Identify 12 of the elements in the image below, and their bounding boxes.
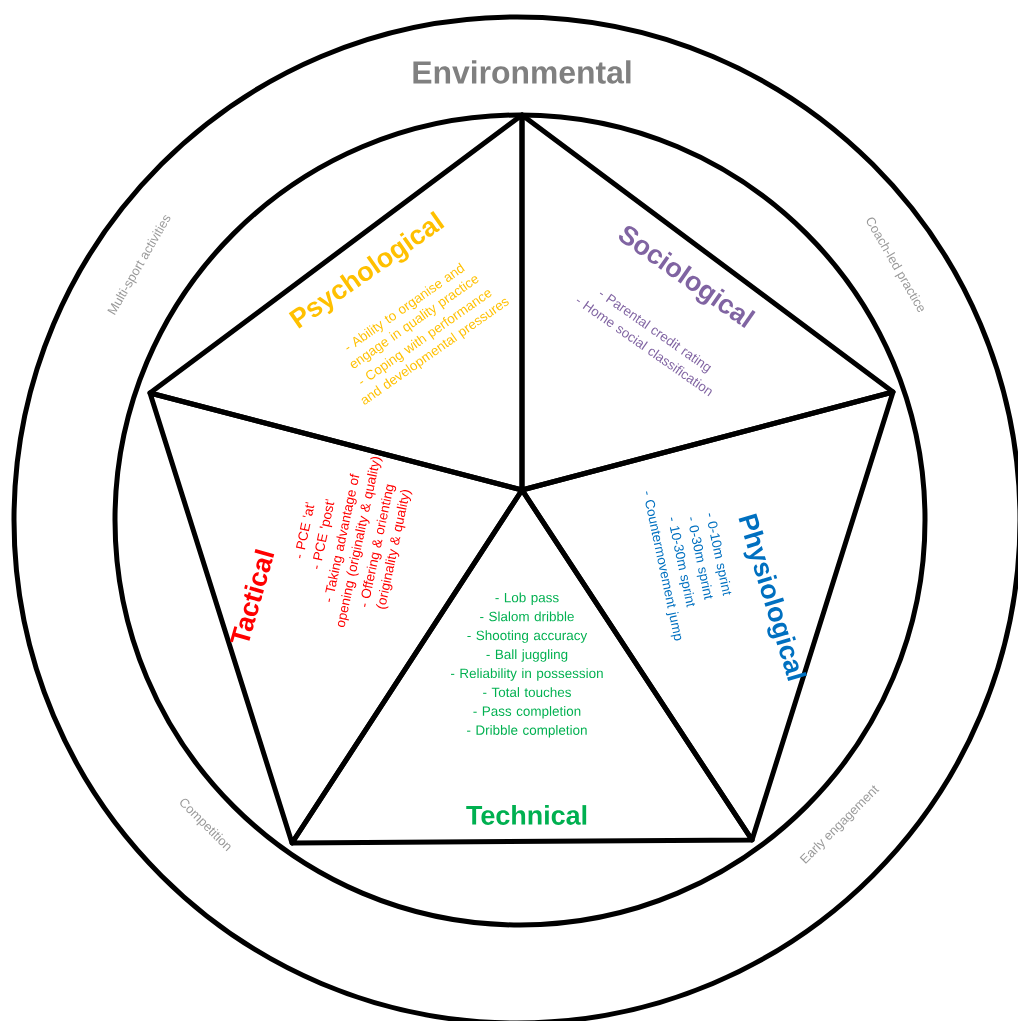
node-label: - Reliability in possession (450, 668, 603, 681)
node-label: - Slalom dribble (480, 611, 574, 622)
node-label: - Dribble completion (467, 725, 587, 738)
ring-title: Environmental (413, 60, 631, 84)
sector-heading: Tactical (230, 548, 275, 643)
node-label: - Pass completion (473, 706, 581, 719)
node-label: - Total touches (483, 687, 571, 697)
node-label: - Lob pass (495, 592, 559, 605)
node-label: - Ball juggling (486, 649, 568, 662)
bullet-list: - Lob pass - Slalom dribble - Shooting accuracy - Ball juggling - Reliability in possession - Total touches - Pass completion - Dribble completion (451, 592, 603, 738)
node-label: - Shooting accuracy (467, 630, 588, 643)
sector-heading: Technical (466, 805, 587, 825)
